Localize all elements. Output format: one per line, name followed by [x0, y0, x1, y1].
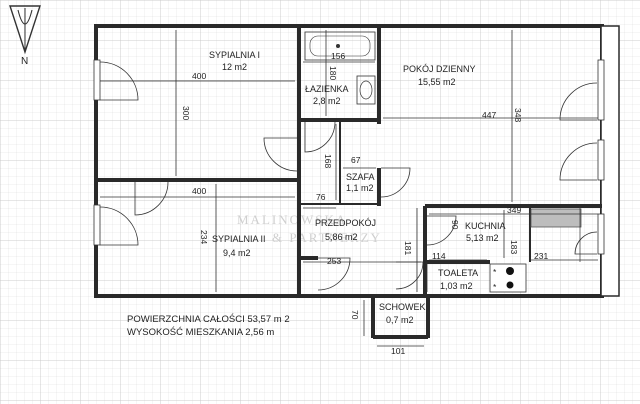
room-name-szafa: SZAFA [346, 172, 375, 182]
dim-114: 114 [432, 251, 446, 261]
dim-400-a: 400 [192, 71, 206, 81]
toilet-icon [356, 75, 376, 105]
dim-183: 183 [509, 240, 519, 254]
room-name-pokoj-dzienny: POKÓJ DZIENNY [403, 64, 476, 74]
dim-180: 180 [328, 66, 338, 80]
room-labels: SYPIALNIA I 12 m2 ŁAZIENKA 2,8 m2 POKÓJ … [209, 50, 506, 325]
dimension-values: 400 300 156 180 447 348 168 67 76 400 23… [181, 51, 548, 356]
room-name-schowek: SCHOWEK [379, 302, 426, 312]
room-area-sypialnia-2: 9,4 m2 [223, 248, 251, 258]
dim-447: 447 [482, 110, 496, 120]
north-label: N [21, 56, 28, 67]
room-name-przedpokoj: PRZEDPOKÓJ [315, 218, 376, 228]
dim-181: 181 [403, 241, 413, 255]
dim-300: 300 [181, 106, 191, 120]
dim-400-b: 400 [192, 186, 206, 196]
room-area-lazienka: 2,8 m2 [313, 96, 341, 106]
room-area-szafa: 1,1 m2 [346, 183, 374, 193]
room-area-pokoj-dzienny: 15,55 m2 [418, 77, 456, 87]
total-area-text: POWIERZCHNIA CAŁOŚCI 53,57 m 2 [127, 313, 290, 325]
room-area-toaleta: 1,03 m2 [440, 281, 473, 291]
room-area-sypialnia-1: 12 m2 [222, 62, 247, 72]
summary: POWIERZCHNIA CAŁOŚCI 53,57 m 2 WYSOKOŚĆ … [127, 313, 290, 338]
dim-234: 234 [199, 230, 209, 244]
room-area-schowek: 0,7 m2 [386, 315, 414, 325]
dim-231: 231 [534, 251, 548, 261]
room-name-sypialnia-2: SYPIALNIA II [212, 234, 266, 244]
room-area-przedpokoj: 5,86 m2 [325, 232, 358, 242]
svg-text:*: * [493, 267, 497, 277]
dim-349: 349 [507, 205, 521, 215]
bathtub-icon [304, 31, 376, 61]
room-area-kuchnia: 5,13 m2 [466, 233, 499, 243]
watermark-line1: MALINOWSKA [237, 212, 347, 227]
kitchen-sink-icon [530, 208, 582, 228]
dim-253: 253 [327, 256, 341, 266]
dim-101: 101 [391, 346, 405, 356]
fixtures: * * [304, 31, 582, 293]
dim-76: 76 [316, 192, 326, 202]
room-name-toaleta: TOALETA [438, 268, 478, 278]
room-name-kuchnia: KUCHNIA [465, 221, 506, 231]
dim-348: 348 [513, 108, 523, 122]
svg-text:*: * [493, 282, 497, 292]
dim-70: 70 [350, 310, 360, 320]
dim-67: 67 [351, 155, 361, 165]
north-arrow-icon: N [9, 5, 41, 67]
dim-90: 90 [450, 220, 460, 230]
dim-156: 156 [331, 51, 345, 61]
room-name-sypialnia-1: SYPIALNIA I [209, 50, 260, 60]
dim-168: 168 [323, 154, 333, 168]
apartment-height-text: WYSOKOŚĆ MIESZKANIA 2,56 m [127, 326, 274, 338]
dimension-lines [100, 30, 598, 347]
doors [99, 61, 598, 292]
room-name-lazienka: ŁAZIENKA [305, 84, 349, 94]
windows [93, 59, 605, 255]
